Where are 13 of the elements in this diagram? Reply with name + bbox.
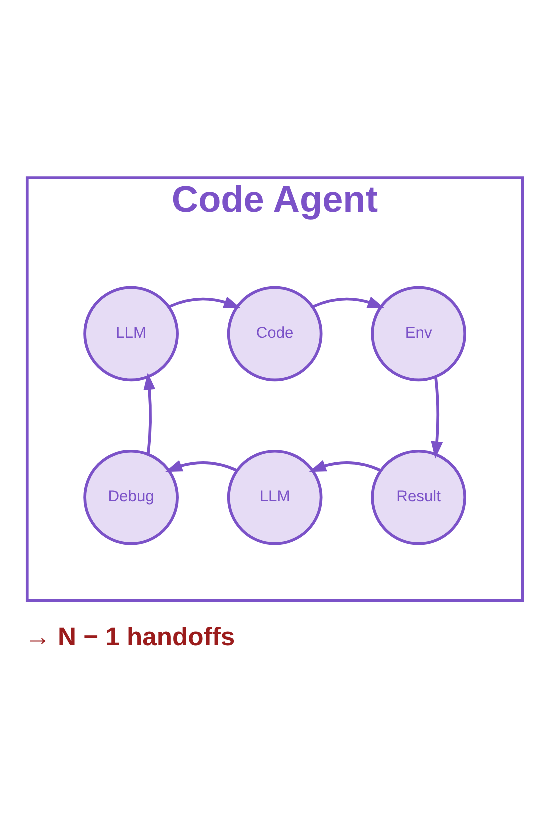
node-circle: Result [371, 449, 467, 545]
arrow [165, 460, 238, 472]
arrow [168, 296, 242, 308]
label: → N − 1 handoffs [25, 623, 236, 652]
node-circle: LLM [84, 286, 179, 382]
node-circle: Debug [84, 449, 179, 545]
arrow [309, 460, 382, 472]
arrow [312, 296, 385, 308]
node-circle: LLM [227, 449, 323, 545]
arrow [144, 372, 156, 454]
node-circle: Env [371, 286, 467, 382]
node-circle: Code [227, 286, 323, 382]
arrow [431, 376, 444, 458]
